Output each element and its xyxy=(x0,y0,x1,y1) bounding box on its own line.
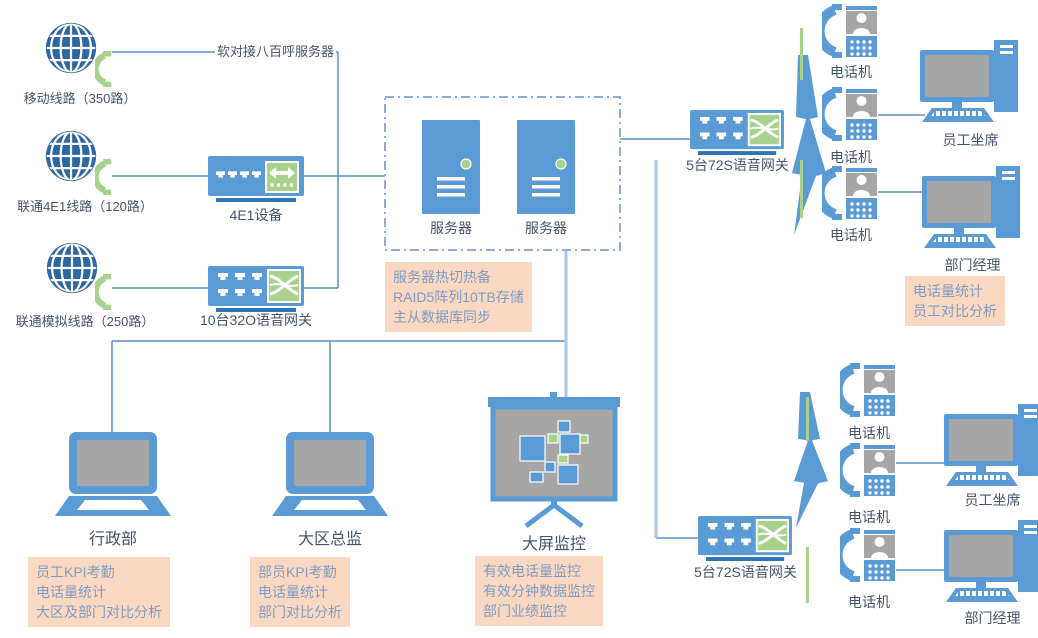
handset-icon xyxy=(95,273,113,311)
manager-bottom-label: 部门经理 xyxy=(964,610,1021,626)
unicom-4e1-line-label: 联通4E1线路（120路） xyxy=(17,199,153,214)
trunk-wires xyxy=(564,160,658,538)
lightning-bolt-bottom-icon xyxy=(794,392,828,528)
green-link-segment xyxy=(806,397,809,441)
phone-icon xyxy=(840,442,896,498)
desktop-computer-icon xyxy=(944,404,1038,488)
server-left-label: 服务器 xyxy=(430,220,472,236)
big-screen-label: 大屏监控 xyxy=(521,536,586,553)
voice-gateway-72s-bottom-label: 5台72S语音网关 xyxy=(694,564,797,580)
phone-label: 电话机 xyxy=(830,149,872,165)
note-line: 电话量统计 xyxy=(258,584,328,600)
globe-icon xyxy=(46,242,98,294)
voice-gateway-32o-icon xyxy=(208,266,304,312)
note-line: 有效电话量监控 xyxy=(483,563,581,579)
note-line: 服务器热切热备 xyxy=(393,269,491,285)
manager-top-label: 部门经理 xyxy=(944,257,1001,273)
note-line: 员工对比分析 xyxy=(913,303,997,319)
note-line: 部门业绩监控 xyxy=(483,603,567,619)
mobile-line-label: 移动线路（350路） xyxy=(23,91,137,106)
voice-gateway-72s-top-icon xyxy=(690,110,784,155)
manager-top-note: 电话量统计 员工对比分析 xyxy=(905,276,1005,326)
agent-seat-top-label: 员工坐席 xyxy=(942,132,999,148)
unicom-analog-line-label: 联通模拟线路（250路） xyxy=(15,314,155,329)
e1-device-icon xyxy=(208,156,304,202)
phone-label: 电话机 xyxy=(830,64,872,80)
note-line: 主从数据库同步 xyxy=(393,309,491,325)
green-link-segment xyxy=(800,28,803,80)
phone-label: 电话机 xyxy=(848,425,890,441)
phone-icon xyxy=(822,3,878,59)
note-line: 电话量统计 xyxy=(913,283,983,299)
phone-label: 电话机 xyxy=(848,594,890,610)
server-right-label: 服务器 xyxy=(525,220,567,236)
note-line: 员工KPI考勤 xyxy=(36,564,115,580)
laptop-icon xyxy=(55,432,171,518)
phone-icon xyxy=(822,86,878,142)
desktop-computer-icon xyxy=(922,166,1022,250)
handset-icon xyxy=(95,50,113,88)
softlink-note: 软对接八百呼服务器 xyxy=(215,41,337,60)
note-line: 大区及部门对比分析 xyxy=(36,604,162,620)
big-screen-note: 有效电话量监控 有效分钟数据监控 部门业绩监控 xyxy=(475,556,603,626)
phone-icon xyxy=(840,527,896,583)
phone-icon xyxy=(840,362,896,418)
green-link-segment xyxy=(806,547,809,603)
agent-seat-bottom-label: 员工坐席 xyxy=(964,492,1021,508)
laptop-icon xyxy=(272,432,388,518)
region-director-note: 部员KPI考勤 电话量统计 部门对比分析 xyxy=(250,557,350,627)
region-director-label: 大区总监 xyxy=(297,531,362,548)
phone-icon xyxy=(822,165,878,221)
voice-gateway-72s-bottom-icon xyxy=(698,516,792,561)
voice-gateway-32o-label: 10台32O语音网关 xyxy=(199,312,313,328)
voice-gateway-72s-top-label: 5台72S语音网关 xyxy=(686,157,789,173)
server-icon xyxy=(422,120,480,214)
lightning-bolt-top-icon xyxy=(792,55,826,235)
server-cluster-dashed-box xyxy=(384,96,621,251)
admin-dept-note: 员工KPI考勤 电话量统计 大区及部门对比分析 xyxy=(28,557,170,627)
desktop-computer-icon xyxy=(944,520,1038,604)
server-icon xyxy=(517,120,575,214)
projection-screen-icon xyxy=(488,392,620,528)
note-line: 部员KPI考勤 xyxy=(258,564,337,580)
note-line: 电话量统计 xyxy=(36,584,106,600)
globe-icon xyxy=(45,130,97,182)
green-link-segment xyxy=(800,160,803,218)
note-line: 部门对比分析 xyxy=(258,604,342,620)
handset-icon xyxy=(95,158,113,196)
admin-dept-label: 行政部 xyxy=(88,531,137,548)
note-line: RAID5阵列10TB存储 xyxy=(393,289,524,305)
note-line: 有效分钟数据监控 xyxy=(483,583,595,599)
server-note: 服务器热切热备 RAID5阵列10TB存储 主从数据库同步 xyxy=(385,262,532,332)
e1-device-label: 4E1设备 xyxy=(229,207,283,223)
phone-label: 电话机 xyxy=(848,509,890,525)
globe-icon xyxy=(45,22,97,74)
desktop-computer-icon xyxy=(920,40,1020,124)
phone-label: 电话机 xyxy=(830,227,872,243)
